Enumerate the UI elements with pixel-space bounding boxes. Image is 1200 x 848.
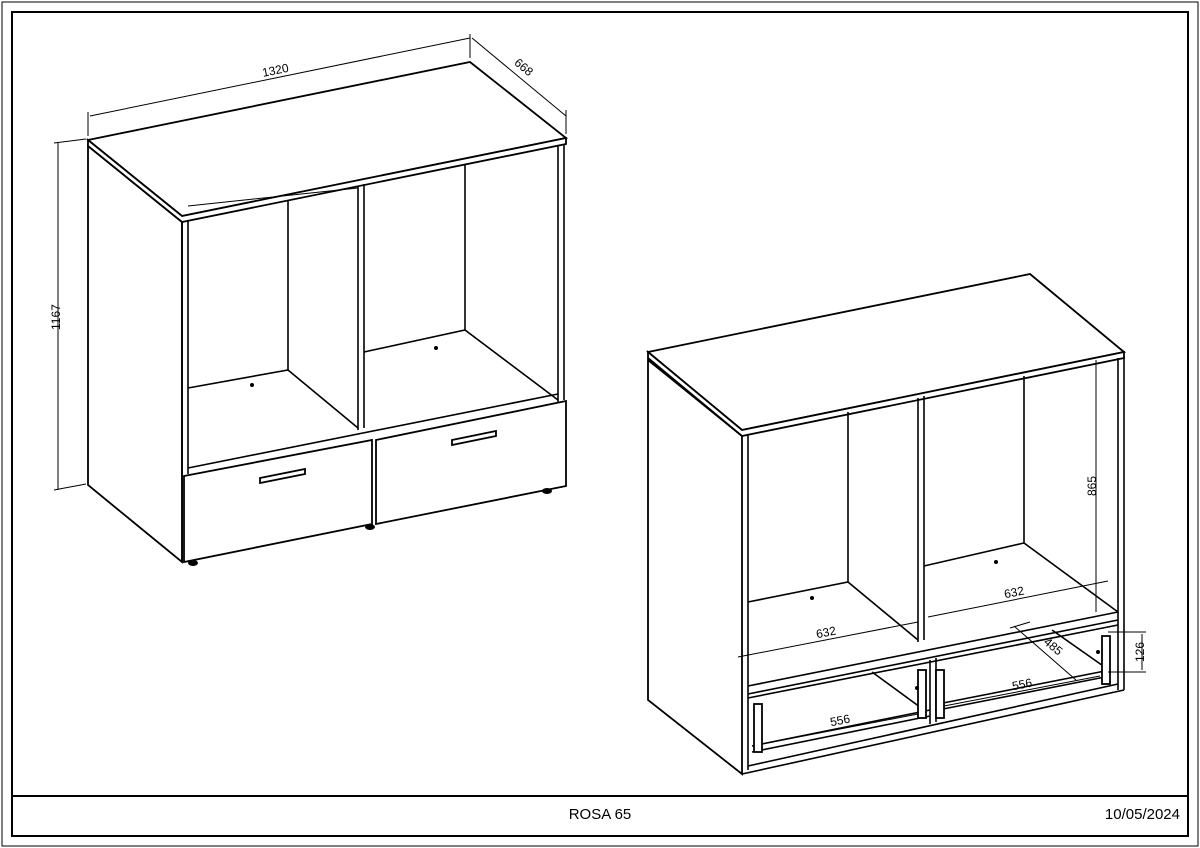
inner-border [11,11,1189,837]
dim-drawer-width-left-label: 556 [829,712,852,730]
drawer-runner [753,703,763,753]
footer-product-title: ROSA 65 [568,806,632,823]
footer-date: 10/05/2024 [1104,806,1180,823]
dim-drawer-width-right-label: 556 [1011,676,1034,694]
dim-inner-height-label: 865 [1085,476,1099,496]
foot [542,488,552,494]
dim-width-label: 1320 [261,61,290,80]
right-cabinet-open-view [645,273,1146,776]
drawer-handle-right [451,429,497,447]
dim-shelf-width-right-label: 632 [1003,584,1026,602]
dim-drawer-height-label: 126 [1133,642,1147,662]
dim-shelf-width-left-label: 632 [815,624,838,642]
left-cabinet-closed-view [53,34,569,566]
dim-height-label: 1167 [49,304,63,330]
drawer-runner [917,669,927,719]
dim-drawer-depth-label: 485 [1041,635,1066,659]
drawer-runner [1101,635,1111,685]
drawer-runner [935,669,945,719]
drawer-handle-left [259,467,306,485]
dim-depth-label: 668 [512,55,537,79]
foot [188,560,198,566]
foot [365,524,375,530]
